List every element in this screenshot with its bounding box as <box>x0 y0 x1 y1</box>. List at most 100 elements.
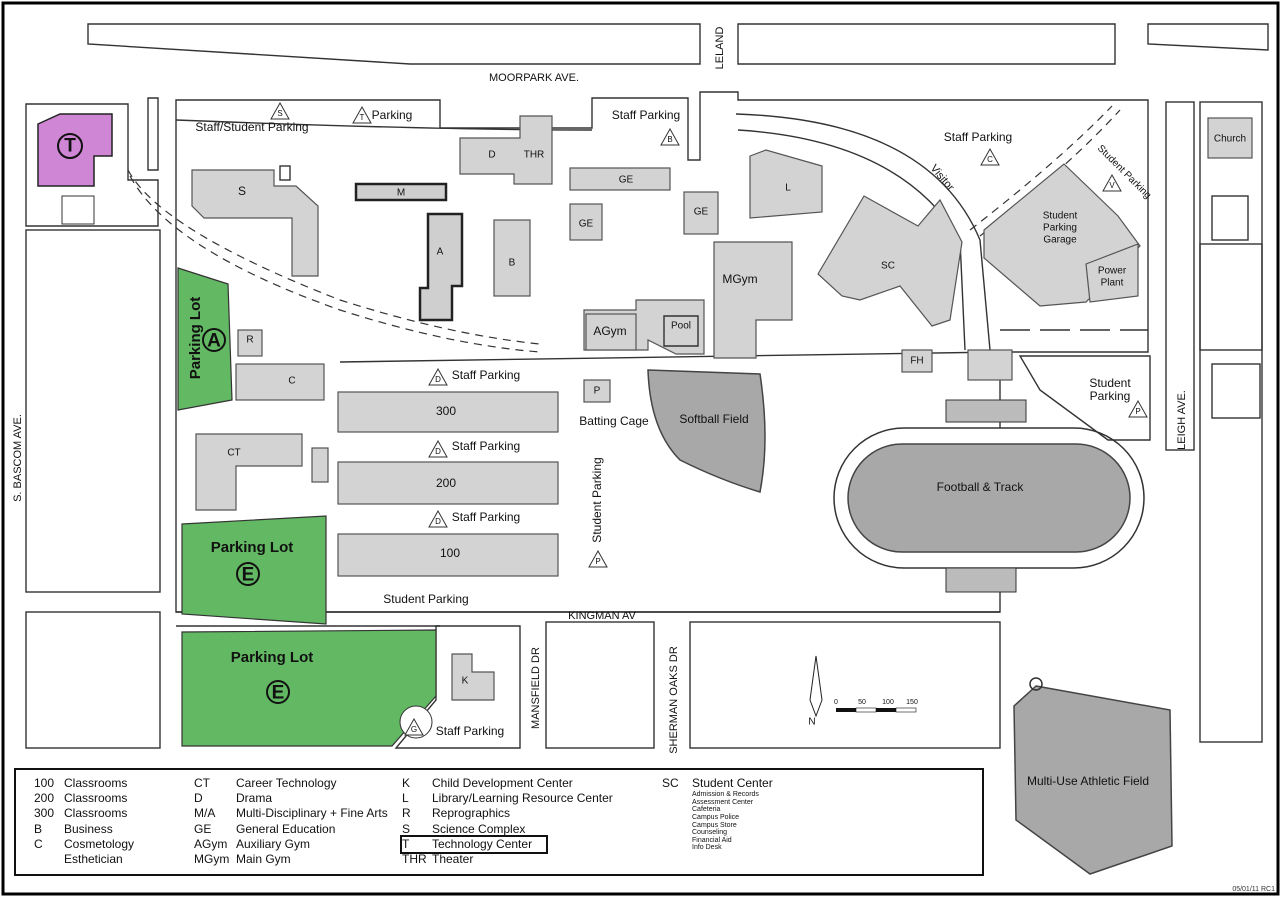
street-leland: LELAND <box>714 27 726 70</box>
batting-cage-label: Batting Cage <box>579 414 649 428</box>
parking-triangle-icon <box>588 549 608 568</box>
street-sherman-oaks: SHERMAN OAKS DR <box>668 646 680 754</box>
building-pool[interactable] <box>663 315 699 347</box>
parking-triangle-code: D <box>435 447 441 456</box>
building-k[interactable] <box>451 653 495 701</box>
building-ge-2-label: GE <box>579 219 594 230</box>
building-b[interactable] <box>493 219 531 297</box>
building-mgym[interactable] <box>713 241 793 359</box>
building-p[interactable] <box>583 379 611 403</box>
parking-triangle-icon <box>1128 399 1148 418</box>
building-c-label: C <box>288 376 295 387</box>
building-d-label: D <box>488 150 495 161</box>
block-leigh-strip <box>1165 101 1195 451</box>
leigh-house-1 <box>1211 195 1249 241</box>
building-ge-1-label: GE <box>619 175 634 186</box>
building-ct[interactable] <box>195 433 303 511</box>
building-ge-1[interactable] <box>569 167 671 191</box>
staff-parking-g-label: Staff Parking <box>436 724 504 738</box>
block-top-middle <box>737 23 1116 65</box>
building-a-label: A <box>437 247 444 258</box>
building-sc[interactable] <box>817 195 963 327</box>
building-l[interactable] <box>749 149 823 219</box>
scale-0: 0 <box>834 699 838 706</box>
softball-field[interactable] <box>647 369 766 493</box>
building-thr-label: THR <box>524 150 545 161</box>
building-300[interactable] <box>337 391 559 433</box>
staff-student-parking-label: Staff/Student Parking <box>195 120 308 134</box>
technology-center-building[interactable] <box>37 113 113 187</box>
parking-lot-a[interactable] <box>177 267 233 411</box>
building-fh[interactable] <box>901 349 933 373</box>
parking-triangle-code: P <box>595 557 600 566</box>
building-ct-label: CT <box>227 448 240 459</box>
scale-50: 50 <box>858 699 866 706</box>
block-tech-strip <box>147 97 159 171</box>
legend-row: Esthetician <box>64 852 123 867</box>
path-curve-1 <box>127 169 541 345</box>
building-k-label: K <box>462 676 469 687</box>
map-revision-footer: 05/01/11 RC1 <box>1232 886 1275 893</box>
football-track-label: Football & Track <box>937 480 1025 494</box>
building-ge-3[interactable] <box>683 191 719 235</box>
football-track[interactable] <box>847 443 1131 553</box>
multi-use-athletic-field[interactable] <box>1013 685 1173 875</box>
parking-triangle-icon <box>352 105 372 124</box>
building-ge-3-label: GE <box>694 207 709 218</box>
power-plant-label-2: Plant <box>1101 278 1124 289</box>
parking-lot-e1-label: Parking Lot <box>211 539 294 556</box>
church-label: Church <box>1214 134 1246 145</box>
building-300-label: 300 <box>436 404 456 418</box>
building-r[interactable] <box>237 329 263 357</box>
parking-triangle-icon <box>428 509 448 528</box>
scale-150: 150 <box>906 699 918 706</box>
street-moorpark: MOORPARK AVE. <box>489 72 579 84</box>
building-c[interactable] <box>235 363 325 401</box>
parking-lot-a-label: Parking Lot <box>187 297 204 380</box>
building-power-plant[interactable] <box>1085 243 1139 303</box>
building-m[interactable] <box>354 182 448 202</box>
path-curve-3 <box>969 105 1113 231</box>
lot-e1-circle <box>236 562 260 586</box>
parking-lot-e1[interactable] <box>181 515 327 625</box>
building-100[interactable] <box>337 533 559 577</box>
parking-lot-e2[interactable] <box>181 629 437 747</box>
building-near-fh <box>967 349 1013 381</box>
scale-bar: 0 50 100 150 <box>834 699 918 713</box>
church[interactable] <box>1207 117 1253 159</box>
parking-triangle-code: G <box>411 725 417 734</box>
block-bascom-bottom <box>25 611 161 749</box>
building-s[interactable] <box>191 169 319 277</box>
parking-lot-e2-label: Parking Lot <box>231 649 314 666</box>
student-parking-right-2: Parking <box>1090 389 1131 403</box>
building-agym[interactable] <box>585 313 637 351</box>
parking-triangle-code: C <box>987 155 993 164</box>
building-d-thr[interactable] <box>459 115 553 185</box>
path-curve-2 <box>129 175 541 353</box>
lot-a-circle <box>202 328 226 352</box>
student-parking-v-label: Student Parking <box>1095 143 1153 201</box>
building-200-label: 200 <box>436 476 456 490</box>
block-top-right <box>1147 23 1269 51</box>
lot-t-circle <box>57 133 83 159</box>
building-200[interactable] <box>337 461 559 505</box>
north-arrow-icon <box>809 655 823 718</box>
parking-triangle-icon <box>428 367 448 386</box>
building-l-label: L <box>785 183 791 194</box>
parking-triangle-icon <box>980 147 1000 166</box>
building-m-label: M <box>397 188 405 199</box>
scale-100: 100 <box>882 699 894 706</box>
building-a[interactable] <box>418 212 464 322</box>
building-agym-label: AGym <box>593 324 626 338</box>
staff-parking-c-label: Staff Parking <box>944 130 1012 144</box>
building-ge-2[interactable] <box>569 203 603 241</box>
staff-parking-d1-label: Staff Parking <box>452 368 520 382</box>
student-parking-right[interactable] <box>1018 355 1151 441</box>
